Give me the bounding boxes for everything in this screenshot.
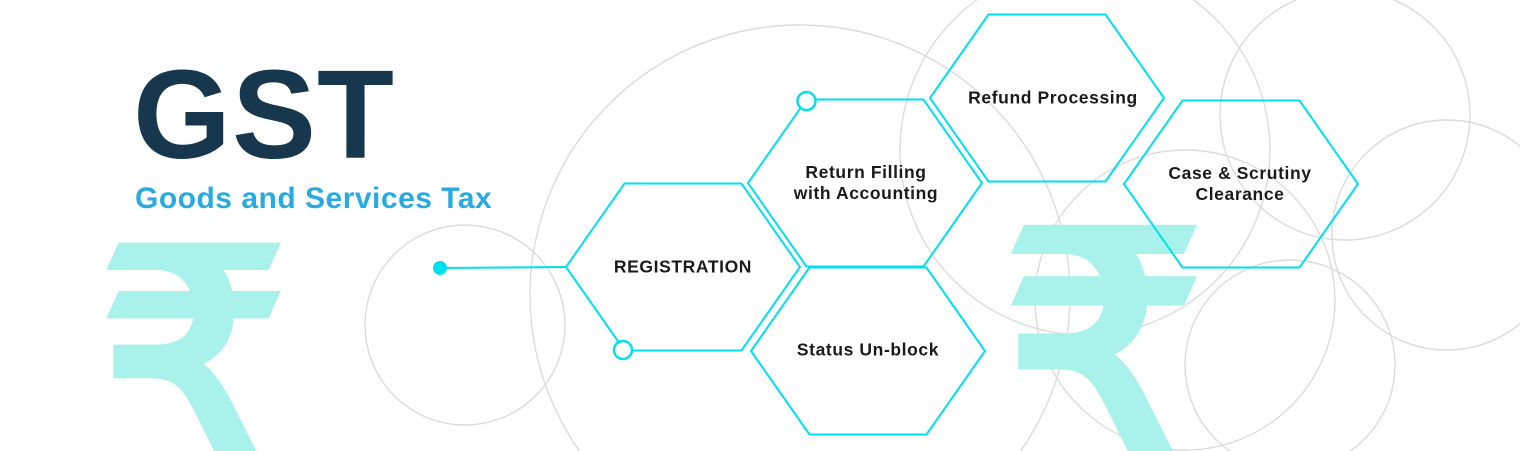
rupee-watermark-left-icon: ₹ [98, 194, 289, 451]
hex-label-return-filing: Return Filling with Accounting [793, 162, 939, 203]
background-circle [1331, 119, 1520, 351]
connector-dot [433, 261, 447, 275]
brand-block: GST Goods and Services Tax [133, 52, 492, 214]
vertex-ring-top [796, 90, 817, 112]
vertex-ring-bottom [612, 339, 634, 361]
hex-label-registration: REGISTRATION [613, 256, 753, 277]
connector-line [439, 266, 567, 269]
brand-subtitle: Goods and Services Tax [135, 182, 493, 215]
hex-label-case-scrutiny: Case & Scrutiny Clearance [1168, 163, 1312, 204]
hex-label-refund-processing: Refund Processing [968, 87, 1138, 108]
brand-title: GST [133, 44, 396, 185]
hex-label-status-unblock: Status Un-block [796, 339, 940, 360]
background-circle [364, 224, 566, 426]
rupee-watermark-right-icon: ₹ [1002, 173, 1206, 451]
background-circle [1184, 259, 1396, 451]
